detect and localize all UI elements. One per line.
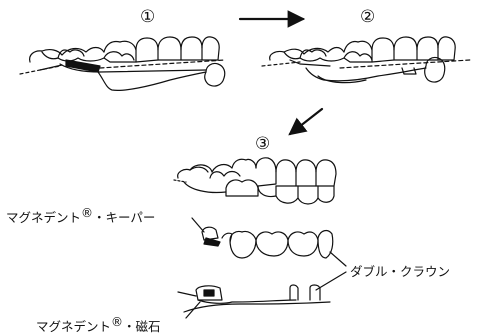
figure-3-middle-teeth xyxy=(192,218,346,266)
figure-3-lower-appliance xyxy=(178,272,346,318)
arrow-step-2-to-3 xyxy=(290,109,322,134)
figure-2-teeth xyxy=(262,37,470,83)
figure-3-upper-teeth xyxy=(174,158,336,204)
figure-1-teeth xyxy=(20,37,225,91)
